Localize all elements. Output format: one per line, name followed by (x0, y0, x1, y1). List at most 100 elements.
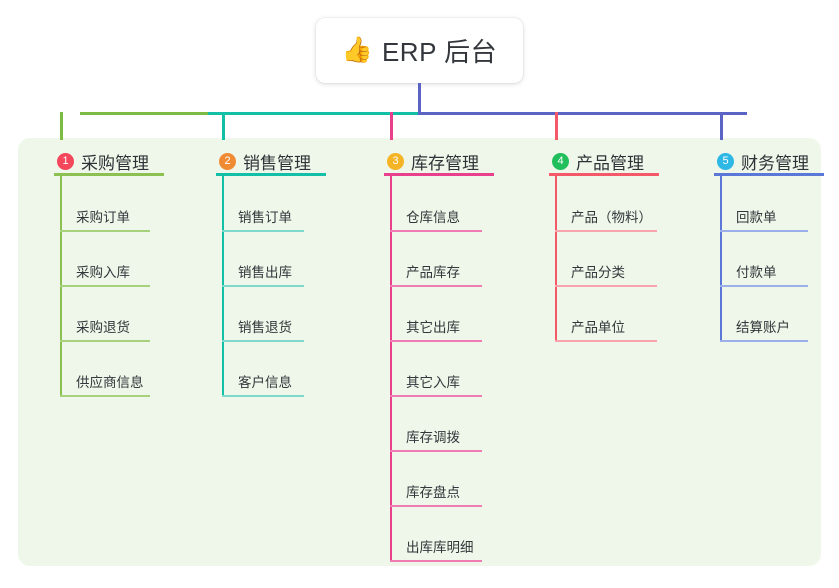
branch-title-5: 财务管理 (741, 153, 809, 173)
branch-underline-1 (54, 173, 164, 176)
branch-badge-1: 1 (57, 152, 74, 170)
leaf-label: 结算账户 (736, 320, 790, 335)
leaf-node[interactable]: 采购订单 (60, 186, 150, 232)
branch-spine-3 (390, 173, 392, 562)
branch-badge-3: 3 (387, 152, 404, 170)
root-node[interactable]: 👍 ERP 后台 (316, 18, 523, 83)
leaf-underline (555, 230, 657, 232)
branch-column-2: 2 销售管理销售订单销售出库销售退货客户信息 (198, 138, 326, 397)
leaf-label: 库存盘点 (406, 485, 460, 500)
leaf-underline (390, 285, 482, 287)
leaf-underline (60, 395, 150, 397)
leaf-underline (390, 340, 482, 342)
leaf-label: 产品分类 (571, 265, 625, 280)
branch-header-1[interactable]: 1 采购管理 (36, 148, 149, 174)
leaf-label: 产品（物料） (571, 210, 652, 225)
branch-panel (18, 138, 821, 566)
connector-segment-indigo (418, 112, 747, 115)
branch-spine-4 (555, 173, 557, 342)
leaf-label: 采购退货 (76, 320, 130, 335)
leaf-underline (222, 395, 304, 397)
leaf-node[interactable]: 客户信息 (222, 351, 304, 397)
leaf-label: 销售退货 (238, 320, 292, 335)
leaf-label: 销售出库 (238, 265, 292, 280)
leaf-node[interactable]: 产品（物料） (555, 186, 657, 232)
thumbs-up-icon: 👍 (341, 36, 373, 64)
leaf-node[interactable]: 销售出库 (222, 241, 304, 287)
leaf-underline (720, 285, 808, 287)
leaf-node[interactable]: 结算账户 (720, 296, 808, 342)
leaf-underline (390, 395, 482, 397)
leaf-label: 客户信息 (238, 375, 292, 390)
branch-underline-2 (216, 173, 326, 176)
leaf-label: 供应商信息 (76, 375, 144, 390)
connector-segment-teal (208, 112, 418, 115)
branch-spine-5 (720, 173, 722, 342)
leaf-underline (555, 285, 657, 287)
leaf-node[interactable]: 产品库存 (390, 241, 482, 287)
leaf-node[interactable]: 供应商信息 (60, 351, 150, 397)
leaf-label: 产品单位 (571, 320, 625, 335)
leaf-node[interactable]: 回款单 (720, 186, 808, 232)
leaf-node[interactable]: 产品单位 (555, 296, 657, 342)
leaf-label: 采购入库 (76, 265, 130, 280)
leaf-underline (720, 230, 808, 232)
leaf-underline (390, 450, 482, 452)
leaf-underline (222, 340, 304, 342)
leaf-label: 采购订单 (76, 210, 130, 225)
branch-badge-5: 5 (717, 152, 734, 170)
leaf-underline (222, 285, 304, 287)
leaf-underline (720, 340, 808, 342)
branch-column-3: 3 库存管理仓库信息产品库存其它出库其它入库库存调拨库存盘点出库库明细 (366, 138, 494, 562)
branch-header-4[interactable]: 4 产品管理 (531, 148, 644, 174)
leaf-underline (555, 340, 657, 342)
connector-drop-3 (390, 112, 393, 140)
connector-drop-2 (222, 112, 225, 140)
leaf-node[interactable]: 仓库信息 (390, 186, 482, 232)
branch-title-1: 采购管理 (81, 153, 149, 173)
branch-title-2: 销售管理 (243, 153, 311, 173)
leaf-node[interactable]: 其它入库 (390, 351, 482, 397)
leaf-underline (222, 230, 304, 232)
leaf-node[interactable]: 其它出库 (390, 296, 482, 342)
branch-column-5: 5 财务管理回款单付款单结算账户 (696, 138, 824, 342)
leaf-label: 其它出库 (406, 320, 460, 335)
branch-title-3: 库存管理 (411, 153, 479, 173)
branch-badge-4: 4 (552, 152, 569, 170)
leaf-node[interactable]: 采购入库 (60, 241, 150, 287)
leaf-label: 产品库存 (406, 265, 460, 280)
branch-badge-2: 2 (219, 152, 236, 170)
branch-underline-3 (384, 173, 494, 176)
branch-header-2[interactable]: 2 销售管理 (198, 148, 311, 174)
leaf-node[interactable]: 出库库明细 (390, 516, 482, 562)
branch-underline-4 (549, 173, 659, 176)
leaf-node[interactable]: 付款单 (720, 241, 808, 287)
leaf-label: 仓库信息 (406, 210, 460, 225)
leaf-underline (390, 505, 482, 507)
branch-column-1: 1 采购管理采购订单采购入库采购退货供应商信息 (36, 138, 164, 397)
leaf-underline (390, 230, 482, 232)
leaf-underline (390, 560, 482, 562)
leaf-label: 出库库明细 (406, 540, 474, 555)
leaf-node[interactable]: 库存调拨 (390, 406, 482, 452)
leaf-label: 库存调拨 (406, 430, 460, 445)
leaf-node[interactable]: 产品分类 (555, 241, 657, 287)
leaf-node[interactable]: 销售退货 (222, 296, 304, 342)
leaf-label: 其它入库 (406, 375, 460, 390)
leaf-node[interactable]: 采购退货 (60, 296, 150, 342)
leaf-underline (60, 340, 150, 342)
leaf-node[interactable]: 库存盘点 (390, 461, 482, 507)
leaf-underline (60, 230, 150, 232)
branch-title-4: 产品管理 (576, 153, 644, 173)
connector-segment-green (80, 112, 208, 115)
leaf-label: 回款单 (736, 210, 777, 225)
branch-header-3[interactable]: 3 库存管理 (366, 148, 479, 174)
leaf-node[interactable]: 销售订单 (222, 186, 304, 232)
branch-underline-5 (714, 173, 824, 176)
branch-header-5[interactable]: 5 财务管理 (696, 148, 809, 174)
root-connector-vertical (418, 83, 421, 114)
connector-drop-1 (60, 112, 63, 140)
leaf-label: 销售订单 (238, 210, 292, 225)
leaf-label: 付款单 (736, 265, 777, 280)
